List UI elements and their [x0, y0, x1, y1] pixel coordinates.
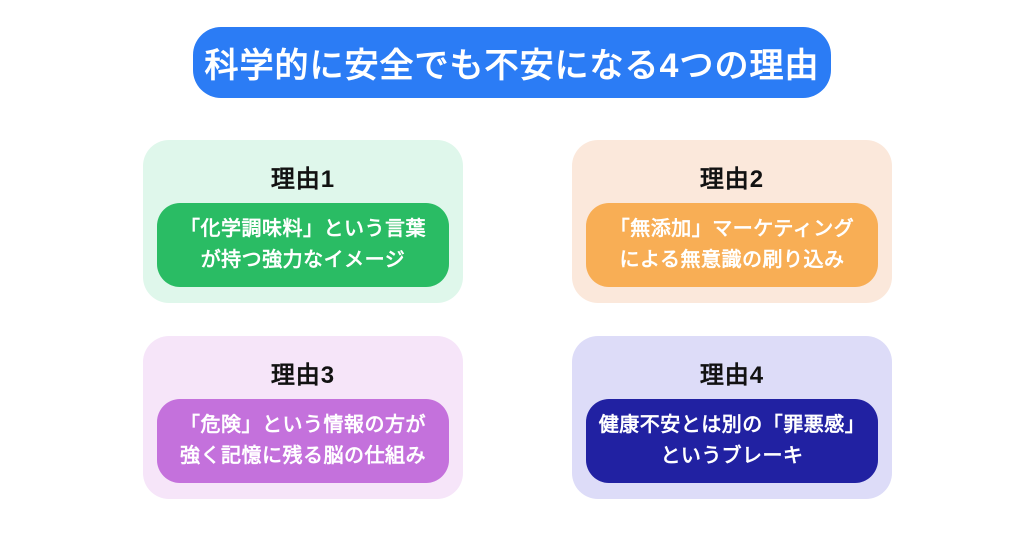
reason-4-label: 理由4 — [699, 362, 765, 389]
reason-3-detail-box: 「危険」という情報の方が 強く記憶に残る脳の仕組み — [157, 399, 449, 483]
reason-card-4: 理由4 健康不安とは別の「罪悪感」 というブレーキ — [572, 336, 892, 499]
reason-2-label: 理由2 — [699, 166, 765, 193]
reason-1-label: 理由1 — [270, 166, 336, 193]
reason-card-2: 理由2 「無添加」マーケティング による無意識の刷り込み — [572, 140, 892, 303]
reason-card-3: 理由3 「危険」という情報の方が 強く記憶に残る脳の仕組み — [143, 336, 463, 499]
reason-4-detail-box: 健康不安とは別の「罪悪感」 というブレーキ — [586, 399, 878, 483]
reason-2-detail-line-2: による無意識の刷り込み — [619, 249, 845, 271]
page-title: 科学的に安全でも不安になる4つの理由 — [204, 47, 820, 85]
reason-4-detail-line-1: 健康不安とは別の「罪悪感」 — [598, 414, 866, 436]
reason-3-detail-line-2: 強く記憶に残る脳の仕組み — [180, 445, 426, 467]
reason-2-detail-box: 「無添加」マーケティング による無意識の刷り込み — [586, 203, 878, 287]
reason-2-detail-line-1: 「無添加」マーケティング — [609, 218, 855, 240]
reason-3-label: 理由3 — [270, 362, 336, 389]
reason-4-detail-line-2: というブレーキ — [660, 445, 804, 467]
reason-1-detail-line-2: が持つ強力なイメージ — [200, 249, 406, 271]
reasons-grid: 理由1 「化学調味料」という言葉 が持つ強力なイメージ 理由2 「無添加」マーケ… — [143, 140, 892, 499]
title-banner: 科学的に安全でも不安になる4つの理由 — [193, 27, 831, 98]
reason-1-detail-box: 「化学調味料」という言葉 が持つ強力なイメージ — [157, 203, 449, 287]
reason-3-detail-line-1: 「危険」という情報の方が — [180, 414, 426, 436]
reason-card-1: 理由1 「化学調味料」という言葉 が持つ強力なイメージ — [143, 140, 463, 303]
reason-1-detail-line-1: 「化学調味料」という言葉 — [180, 218, 426, 240]
